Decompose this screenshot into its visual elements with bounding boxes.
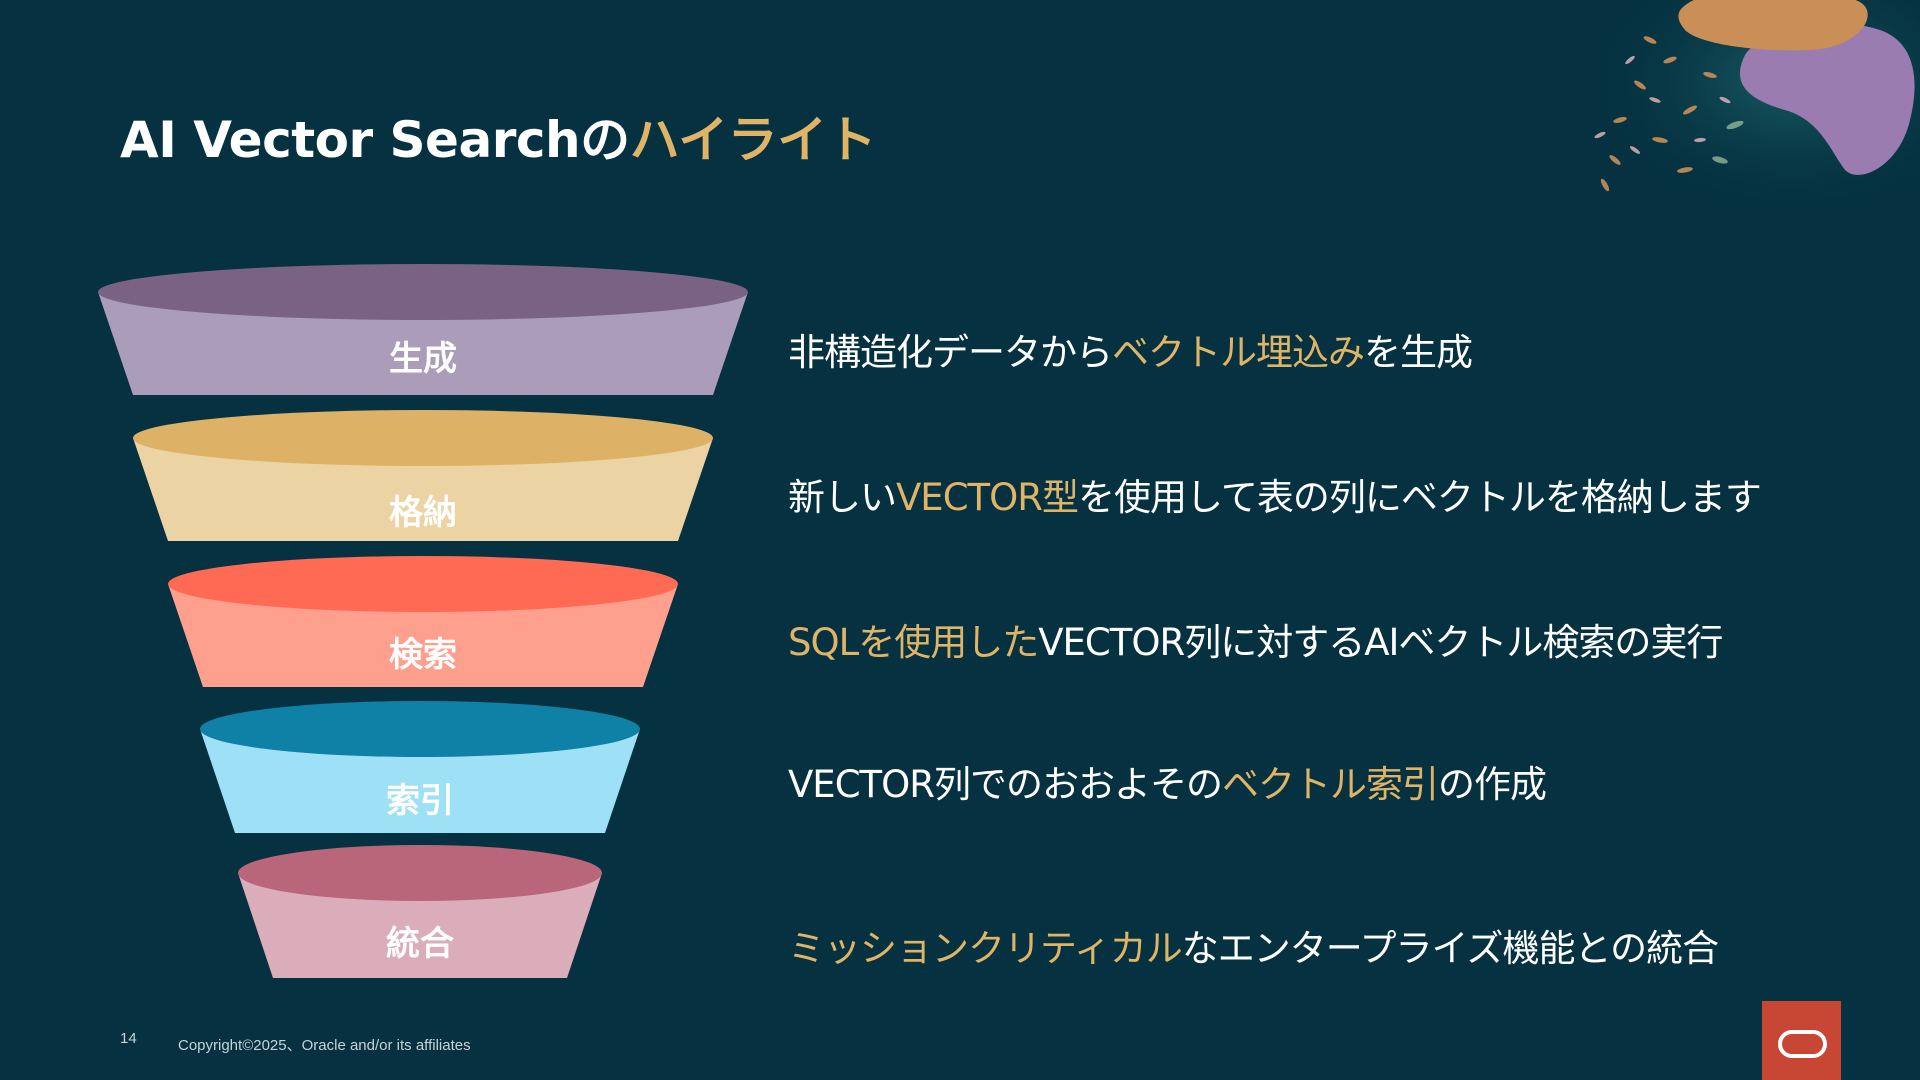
funnel-step-3-body [168,584,678,687]
slide-title: AI Vector Searchのハイライト [120,100,877,172]
step-4-desc-text-end: の作成 [1437,763,1547,806]
step-3-desc-text-end: VECTOR列に対するAIベクトル検索の実行 [1038,621,1723,664]
funnel-step-5: 統合 [238,845,602,978]
oracle-logo-icon [1762,1001,1841,1080]
step-5-description: ミッションクリティカルなエンタープライズ機能との統合 [788,918,1719,972]
title-particle: の [580,111,630,169]
funnel-step-3: 検索 [168,556,678,687]
funnel-step-2-top [133,410,713,466]
step-2-desc-text-end: を使用して表の列にベクトルを格納します [1077,476,1762,519]
funnel-step-4-label: 索引 [386,781,454,821]
title-main: AI Vector Search [120,111,581,169]
funnel-step-5-body [238,873,602,978]
funnel-step-4-top [200,701,640,757]
step-5-desc-highlight: ミッションクリティカル [788,927,1183,970]
funnel-step-1-top [98,264,748,320]
step-5-desc-text-end: なエンタープライズ機能との統合 [1181,927,1719,970]
step-4-desc-highlight: ベクトル索引 [1221,763,1439,806]
step-1-desc-highlight: ベクトル埋込み [1112,331,1365,374]
funnel-step-1-label: 生成 [389,339,457,379]
page-number: 14 [120,1030,137,1047]
copyright-text: Copyright©2025、Oracle and/or its affilia… [178,1037,471,1054]
funnel-step-2-label: 格納 [389,493,457,533]
step-1-desc-text: 非構造化データから [788,331,1113,374]
oracle-logo-ring [1778,1030,1827,1058]
step-3-desc-highlight: SQLを使用した [788,621,1039,664]
step-2-description: 新しいVECTOR型を使用して表の列にベクトルを格納します [788,467,1762,521]
funnel-step-5-top [238,845,602,901]
step-4-desc-text: VECTOR列でのおおよその [788,763,1223,806]
funnel-step-4-body [200,729,640,833]
funnel-step-3-label: 検索 [389,635,457,675]
funnel-step-4: 索引 [200,701,640,833]
step-2-desc-highlight: VECTOR型 [896,476,1079,519]
funnel-step-2: 格納 [133,410,713,541]
step-1-desc-text-end: を生成 [1364,331,1473,374]
step-3-description: SQLを使用したVECTOR列に対するAIベクトル検索の実行 [788,612,1723,666]
step-2-desc-text: 新しい [788,476,897,519]
step-4-description: VECTOR列でのおおよそのベクトル索引の作成 [788,754,1547,808]
step-1-description: 非構造化データからベクトル埋込みを生成 [788,322,1473,376]
funnel-step-2-body [133,438,713,541]
funnel-step-1: 生成 [98,264,748,395]
funnel-step-5-label: 統合 [386,924,454,964]
funnel-step-1-body [98,292,748,395]
funnel-step-3-top [168,556,678,612]
title-highlight: ハイライト [629,111,877,169]
decorative-leaves-illustration [1560,0,1920,230]
